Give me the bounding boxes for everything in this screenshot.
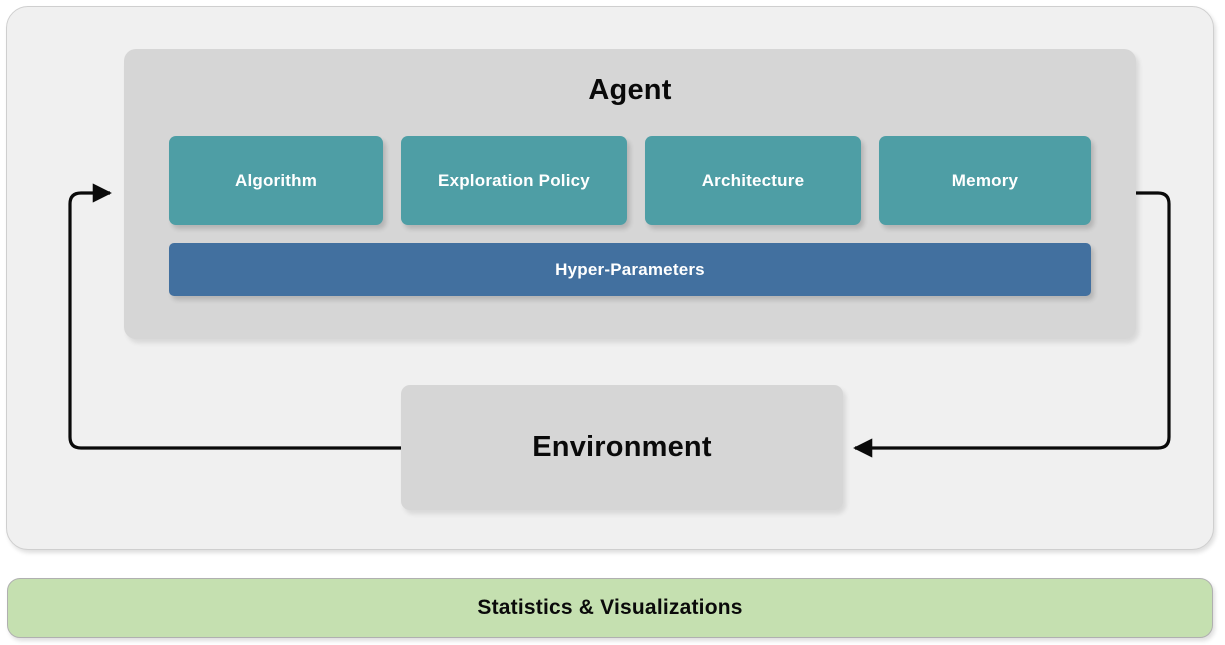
environment-label: Environment bbox=[532, 431, 712, 463]
agent-component-architecture-label: Architecture bbox=[701, 170, 805, 190]
statistics-visualizations-bar[interactable]: Statistics & Visualizations bbox=[7, 578, 1213, 638]
agent-panel[interactable]: Agent Algorithm Exploration Policy Archi… bbox=[124, 49, 1136, 339]
agent-component-architecture[interactable]: Architecture bbox=[644, 136, 861, 225]
statistics-visualizations-label: Statistics & Visualizations bbox=[477, 596, 743, 619]
agent-component-exploration-policy[interactable]: Exploration Policy bbox=[401, 136, 627, 225]
hyper-parameters-label: Hyper-Parameters bbox=[555, 259, 705, 279]
hyper-parameters-bar[interactable]: Hyper-Parameters bbox=[169, 243, 1091, 296]
agent-component-exploration-policy-label: Exploration Policy bbox=[438, 170, 590, 190]
agent-component-row: Algorithm Exploration Policy Architectur… bbox=[169, 136, 1092, 225]
agent-title: Agent bbox=[588, 74, 672, 106]
agent-component-algorithm-label: Algorithm bbox=[234, 170, 318, 190]
agent-component-memory-label: Memory bbox=[951, 170, 1019, 190]
agent-component-algorithm[interactable]: Algorithm bbox=[169, 136, 384, 225]
agent-component-memory[interactable]: Memory bbox=[878, 136, 1092, 225]
environment-panel[interactable]: Environment bbox=[401, 385, 843, 510]
